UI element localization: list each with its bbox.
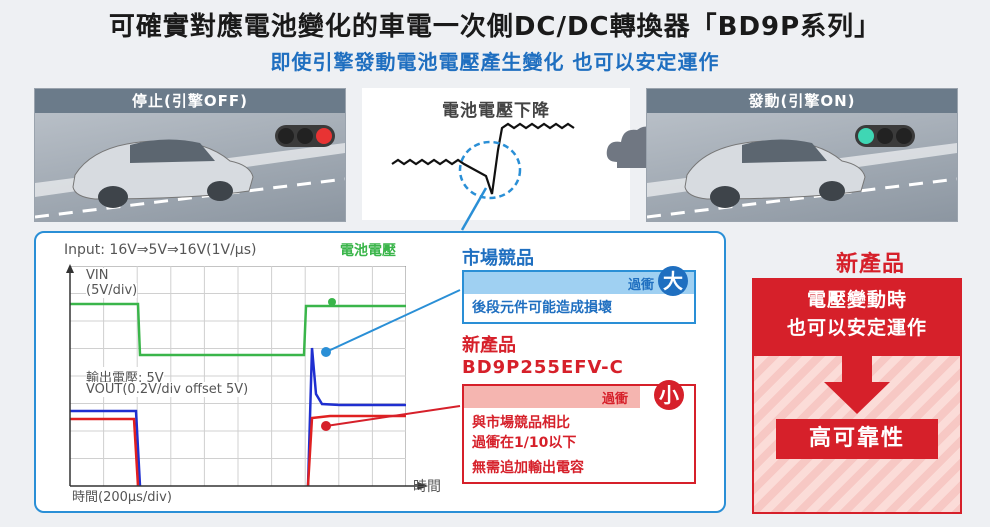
summary-box: 電壓變動時 也可以安定運作 高可靠性 bbox=[752, 278, 962, 514]
competitor-description: 後段元件可能造成損壞 bbox=[472, 300, 612, 316]
summary-band-line2: 也可以安定運作 bbox=[786, 317, 927, 339]
summary-result: 高可靠性 bbox=[776, 419, 938, 459]
input-condition-label: Input: 16V⇒5V⇒16V(1V/μs) bbox=[64, 242, 257, 258]
vout-scale-label: VOUT(0.2V/div offset 5V) bbox=[86, 382, 249, 397]
plot-axes bbox=[66, 264, 428, 490]
summary-band-line1: 電壓變動時 bbox=[806, 289, 907, 311]
new-product-line1: 與市場競品相比 bbox=[472, 415, 570, 431]
competitor-title: 市場競品 bbox=[462, 248, 534, 269]
page-title: 可確實對應電池變化的車電一次側DC/DC轉換器「BD9P系列」 bbox=[108, 12, 882, 42]
engine-off-label: 停止(引擎OFF) bbox=[35, 89, 345, 113]
battery-drop-panel: 電池電壓下降 bbox=[362, 88, 630, 220]
vin-label: VIN bbox=[86, 268, 109, 283]
new-product-line3: 無需追加輸出電容 bbox=[472, 460, 584, 476]
new-product-line2: 過衝在1/10以下 bbox=[472, 435, 577, 451]
summary-label: 新產品 bbox=[836, 252, 906, 277]
new-product-model: BD9P255EFV-C bbox=[462, 357, 624, 378]
summary-band: 電壓變動時 也可以安定運作 bbox=[754, 280, 960, 356]
new-product-overshoot-badge: 小 bbox=[654, 380, 684, 410]
traffic-light-red bbox=[275, 125, 335, 147]
battery-voltage-label: 電池電壓 bbox=[340, 243, 396, 259]
vin-scale-label: (5V/div) bbox=[86, 283, 138, 298]
callout-pointer bbox=[460, 187, 488, 231]
road-scene bbox=[35, 139, 345, 219]
connector-lines bbox=[321, 289, 461, 431]
page-subtitle: 即使引擎發動電池電壓產生變化 也可以安定運作 bbox=[270, 50, 720, 74]
new-product-overshoot-bar: 過衝 bbox=[464, 386, 640, 408]
new-product-overshoot-label: 過衝 bbox=[601, 392, 628, 407]
voltage-dip-icon bbox=[391, 122, 575, 200]
engine-off-panel: 停止(引擎OFF) bbox=[34, 88, 346, 222]
competitor-overshoot-badge: 大 bbox=[658, 266, 688, 296]
car-icon bbox=[684, 139, 866, 208]
road-scene bbox=[647, 139, 957, 219]
car-icon bbox=[72, 139, 254, 208]
competitor-overshoot-bar: 過衝 大 bbox=[464, 266, 694, 296]
competitor-overshoot-label: 過衝 bbox=[627, 278, 654, 293]
battery-drop-label: 電池電壓下降 bbox=[442, 101, 550, 121]
traffic-light-green bbox=[855, 125, 915, 147]
time-axis-label: 時間 bbox=[413, 479, 441, 495]
new-product-card: 過衝 小 與市場競品相比 過衝在1/10以下 無需追加輸出電容 bbox=[462, 380, 696, 484]
engine-on-label: 發動(引擎ON) bbox=[647, 89, 957, 113]
engine-on-panel: 發動(引擎ON) bbox=[646, 88, 958, 222]
competitor-card: 過衝 大 後段元件可能造成損壞 bbox=[462, 266, 696, 324]
new-product-title: 新產品 bbox=[462, 335, 516, 356]
down-arrow-icon bbox=[824, 352, 890, 414]
time-scale-label: 時間(200μs/div) bbox=[72, 490, 172, 505]
